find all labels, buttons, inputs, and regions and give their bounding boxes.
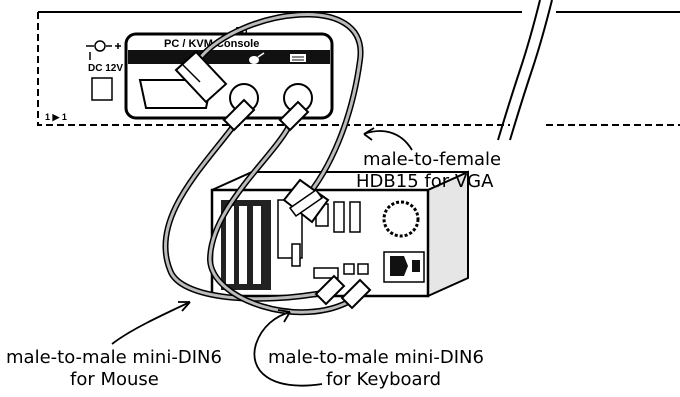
kvm-switch-panel bbox=[37, 0, 680, 141]
mouse-pointer-arrow bbox=[111, 301, 191, 345]
fan-grille bbox=[382, 200, 420, 238]
keyboard-cable bbox=[206, 100, 372, 316]
power-jack bbox=[91, 77, 113, 101]
mouse-cable bbox=[162, 98, 346, 306]
vga-cable bbox=[174, 11, 364, 224]
power-label: DC 12V bbox=[88, 63, 123, 74]
keyboard-icon bbox=[290, 54, 306, 62]
pc-power-socket bbox=[383, 251, 425, 283]
mouse-icon bbox=[249, 52, 265, 64]
vga-pointer-arrow bbox=[363, 130, 413, 151]
mouse-label-line2: for Mouse bbox=[70, 369, 159, 390]
mouse-label-line1: male-to-male mini-DIN6 bbox=[6, 347, 222, 368]
pc-keyboard-port bbox=[357, 263, 369, 275]
keyboard-pointer-arrow bbox=[253, 311, 323, 387]
keyboard-label-line2: for Keyboard bbox=[326, 369, 441, 390]
vga-label-line2: HDB15 for VGA bbox=[356, 171, 494, 192]
pc-mouse-port bbox=[343, 263, 355, 275]
port-label: 1 ▶ 1 bbox=[45, 112, 67, 122]
power-icon bbox=[86, 40, 121, 60]
vga-label-line1: male-to-female bbox=[363, 149, 501, 170]
keyboard-label-line1: male-to-male mini-DIN6 bbox=[268, 347, 484, 368]
